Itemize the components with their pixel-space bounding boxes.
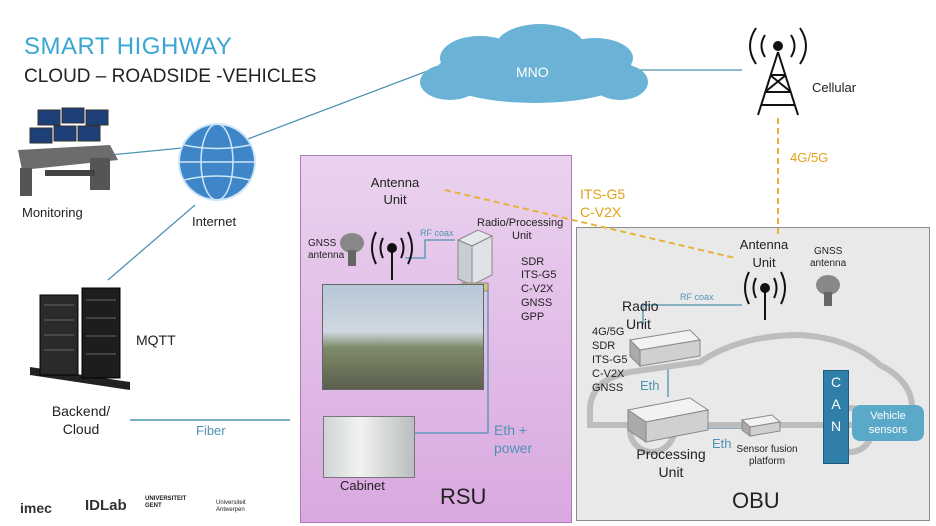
idlab-logo: IDLab bbox=[85, 497, 127, 514]
cellular-label: Cellular bbox=[812, 80, 857, 95]
cabinet-label: Cabinet bbox=[340, 478, 385, 493]
imec-logo: imec bbox=[20, 500, 52, 516]
obu-spec-1: 4G/5G bbox=[592, 326, 625, 338]
mqtt-label: MQTT bbox=[136, 332, 176, 348]
c-v2x-label: C-V2X bbox=[580, 204, 622, 220]
obu-processing-label-2: Unit bbox=[658, 464, 684, 480]
fiber-label: Fiber bbox=[196, 423, 226, 438]
monitoring-label: Monitoring bbox=[22, 205, 83, 220]
sensor-fusion-label-1: Sensor fusion bbox=[736, 444, 798, 455]
obu-eth-label-2: Eth bbox=[712, 436, 732, 451]
obu-gnss-label-1: GNSS bbox=[814, 246, 843, 257]
rsu-antenna-label-2: Unit bbox=[383, 192, 407, 207]
server-racks-icon bbox=[30, 287, 130, 390]
rsu-antenna-icon bbox=[371, 231, 413, 280]
obu-gnss-label-2: antenna bbox=[810, 258, 847, 269]
monitoring-station-icon bbox=[18, 107, 118, 196]
mno-cloud bbox=[420, 24, 648, 103]
obu-antenna-icon bbox=[744, 271, 786, 320]
page-title: SMART HIGHWAY bbox=[24, 33, 233, 60]
rsu-eth-line bbox=[412, 283, 489, 434]
internet-label: Internet bbox=[192, 214, 237, 229]
obu-spec-5: GNSS bbox=[592, 382, 624, 394]
obu-rf-coax-label: RF coax bbox=[680, 292, 714, 302]
obu-processing-label-1: Processing bbox=[636, 446, 706, 462]
cabinet-photo bbox=[323, 416, 415, 478]
rsu-eth-label-2: power bbox=[494, 440, 533, 456]
obu-spec-3: ITS-G5 bbox=[592, 354, 628, 366]
obu-spec-4: C-V2X bbox=[592, 368, 625, 380]
cell-tower-icon bbox=[749, 27, 807, 116]
can-letter-a: A bbox=[831, 396, 841, 412]
sensor-fusion-label-2: platform bbox=[748, 456, 786, 467]
rsu-gnss-label-1: GNSS bbox=[308, 238, 337, 249]
rsu-rf-coax-label: RF coax bbox=[420, 228, 454, 238]
rsu-title: RSU bbox=[440, 484, 487, 509]
obu-spec-2: SDR bbox=[592, 340, 616, 352]
internet-globe-icon bbox=[178, 123, 256, 201]
rsu-spec-2: ITS-G5 bbox=[521, 269, 557, 281]
obu-radio-unit-icon bbox=[628, 329, 702, 368]
vehicle-sensors-label-1: Vehicle bbox=[870, 410, 906, 422]
page-subtitle: CLOUD – ROADSIDE -VEHICLES bbox=[24, 66, 317, 87]
rsu-radio-unit-icon bbox=[456, 229, 494, 292]
rsu-rf-coax-line bbox=[405, 239, 455, 259]
link-4g5g-label: 4G/5G bbox=[790, 150, 829, 165]
vehicle-sensors-label-2: sensors bbox=[868, 424, 908, 436]
obu-title: OBU bbox=[732, 488, 780, 513]
rsu-spec-1: SDR bbox=[521, 256, 545, 268]
backend-label-1: Backend/ bbox=[51, 403, 111, 419]
can-letter-c: C bbox=[830, 374, 842, 390]
rsu-gnss-icon bbox=[340, 233, 364, 266]
rsu-spec-5: GPP bbox=[521, 311, 545, 323]
rsu-spec-3: C-V2X bbox=[521, 283, 554, 295]
obu-radio-label-2: Unit bbox=[626, 316, 651, 332]
rsu-radio-label-1: Radio/Processing bbox=[477, 217, 564, 229]
its-g5-label: ITS-G5 bbox=[580, 186, 626, 202]
obu-gnss-icon bbox=[816, 275, 840, 306]
obu-processing-unit-icon bbox=[626, 397, 710, 443]
rsu-eth-label-1: Eth + bbox=[494, 422, 528, 438]
can-letter-n: N bbox=[830, 418, 842, 434]
rsu-radio-label-2: Unit bbox=[512, 230, 532, 242]
ugent-logo: UNIVERSITEIT GENT bbox=[145, 496, 187, 509]
obu-antenna-label-1: Antenna bbox=[739, 237, 789, 252]
link-internet-mno bbox=[239, 69, 431, 143]
obu-antenna-label-2: Unit bbox=[752, 255, 776, 270]
gantry-photo bbox=[322, 284, 484, 390]
sensor-fusion-icon bbox=[740, 414, 782, 437]
obu-eth-label-1: Eth bbox=[640, 378, 660, 393]
obu-radio-label-1: Radio bbox=[622, 298, 659, 314]
mno-label: MNO bbox=[516, 64, 549, 80]
uantwerp-logo: Universiteit Antwerpen bbox=[216, 500, 246, 513]
rsu-gnss-label-2: antenna bbox=[308, 250, 345, 261]
backend-label-2: Cloud bbox=[62, 421, 100, 437]
vehicle-sensors-box: Vehicle sensors bbox=[852, 405, 924, 441]
link-internet-backend bbox=[107, 204, 196, 281]
can-bus-box: C A N bbox=[823, 370, 849, 464]
rsu-spec-4: GNSS bbox=[521, 297, 553, 309]
link-monitoring-internet bbox=[109, 147, 183, 156]
obu-rf-coax-line bbox=[642, 304, 742, 325]
rsu-antenna-label-1: Antenna bbox=[370, 175, 420, 190]
car-outline bbox=[587, 331, 915, 428]
